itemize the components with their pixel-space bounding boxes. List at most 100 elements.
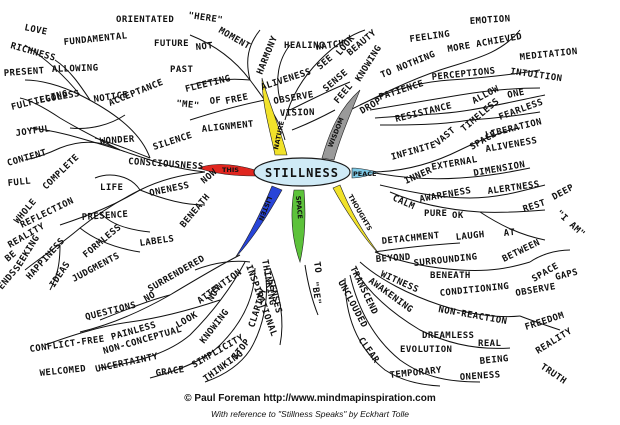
footer-credit: © Paul Foreman http://www.mindmapinspira… xyxy=(184,393,436,404)
word-here: "HERE" xyxy=(188,11,224,26)
word-surrendered: SURRENDERED xyxy=(147,254,208,295)
word-joyful: JOYFUL xyxy=(15,124,51,139)
word-egoless: EGOLESS xyxy=(39,89,81,106)
word-rest: REST xyxy=(522,198,547,215)
word-fundamental: FUNDAMENTAL xyxy=(63,31,128,48)
wedge-peace xyxy=(351,167,380,179)
word-dimension: DIMENSION xyxy=(473,160,526,179)
branch-label-this: THIS xyxy=(222,166,239,174)
word-harmony: HARMONY xyxy=(256,34,281,76)
word-oneness-t: ONENESS xyxy=(460,370,501,383)
word-allowing: ALLOWING xyxy=(52,63,99,75)
word-love: LOVE xyxy=(23,23,48,38)
word-more-achieved: MORE ACHIEVED xyxy=(447,32,523,55)
word-fleeting: FLEETING xyxy=(184,74,232,95)
word-pure: PURE xyxy=(424,209,447,219)
word-past: PAST xyxy=(170,65,193,75)
word-observe-w: OBSERVE xyxy=(515,282,557,299)
word-see: SEE xyxy=(316,53,336,72)
word-conditioning: CONDITIONING xyxy=(439,282,509,299)
word-questions: QUESTIONS xyxy=(84,301,137,323)
branch-label-space: SPACE xyxy=(294,195,304,219)
word-grace: GRACE xyxy=(155,365,185,379)
footer-reference: With reference to "Stillness Speaks" by … xyxy=(211,409,409,419)
word-complete: COMPLETE xyxy=(41,153,81,193)
word-life: LIFE xyxy=(100,183,123,193)
wedge-wisdom xyxy=(321,89,361,161)
word-to-nothing: TO NOTHING xyxy=(379,50,437,81)
word-surrounding: SURROUNDING xyxy=(413,252,478,269)
word-intuition: INTUITION xyxy=(510,67,563,84)
word-labels: LABELS xyxy=(139,234,175,249)
word-detachment: DETACHMENT xyxy=(381,231,440,247)
branch-lines xyxy=(19,29,571,387)
word-watch: WATCH xyxy=(315,39,345,53)
wedge-thoughts xyxy=(332,184,381,256)
branch-wedges xyxy=(197,77,381,264)
branch-label-peace: PEACE xyxy=(353,170,376,178)
word-beneath: BENEATH xyxy=(179,192,213,230)
word-emotion: EMOTION xyxy=(470,14,511,27)
wedge-listen xyxy=(234,185,283,259)
word-notice: NOTICE xyxy=(93,90,129,105)
word-calm: CALM xyxy=(391,194,416,213)
word-alertness: ALERTNESS xyxy=(487,180,540,197)
word-content: CONTENT xyxy=(6,148,48,169)
word-external: EXTERNAL xyxy=(431,155,479,173)
wedge-nature xyxy=(261,77,288,156)
word-beneath2: BENEATH xyxy=(430,271,471,281)
word-of: OF xyxy=(209,96,222,107)
word-i-am: "I AM" xyxy=(554,209,587,240)
word-at: AT xyxy=(503,228,516,239)
center-node xyxy=(253,157,351,187)
word-between: BETWEEN xyxy=(501,238,542,265)
word-one: ONE xyxy=(507,88,526,101)
word-deep: DEEP xyxy=(551,183,576,203)
word-be-q: "BE" xyxy=(309,281,322,305)
word-richness: RICHNESS xyxy=(9,41,57,63)
word-vast: VAST xyxy=(434,126,458,149)
word-non-reaction: NON-REACTION xyxy=(437,305,508,327)
word-temporary: TEMPORARY xyxy=(389,366,442,381)
word-ideas: IDEAS xyxy=(48,260,73,290)
word-judgments: JUDGMENTS xyxy=(71,251,122,284)
wedge-space xyxy=(291,189,306,264)
word-moment: MOMENT xyxy=(217,26,252,52)
word-evolution: EVOLUTION xyxy=(400,345,452,355)
word-clear: CLEAR xyxy=(356,336,381,366)
word-perceptions: PERCEPTIONS xyxy=(431,66,496,83)
word-patience: PATIENCE xyxy=(378,79,425,103)
word-free: FREE xyxy=(225,92,250,107)
word-feeling: FEELING xyxy=(409,29,451,45)
word-me: "ME" xyxy=(176,99,200,111)
wedge-this xyxy=(197,164,256,177)
word-orientated: ORIENTATED xyxy=(116,15,174,25)
word-presence: PRESENCE xyxy=(82,210,129,223)
word-to: TO xyxy=(311,261,323,274)
word-observe-n: OBSERVE xyxy=(273,90,315,107)
word-full: FULL xyxy=(7,177,31,189)
word-inner: INNER xyxy=(403,166,434,187)
word-ok: OK xyxy=(452,211,464,221)
word-laugh: LAUGH xyxy=(455,230,485,243)
word-welcomed: WELCOMED xyxy=(39,364,87,379)
word-alignment: ALIGNMENT xyxy=(201,120,254,135)
word-awareness: AWARENESS xyxy=(419,186,472,205)
word-being: BEING xyxy=(479,354,509,367)
word-infinite: INFINITE xyxy=(390,140,438,162)
word-consciousness: CONSCIOUSNESS xyxy=(128,157,204,172)
word-wonder: WONDER xyxy=(100,135,136,147)
word-real: REAL xyxy=(478,339,501,349)
word-not: NOT xyxy=(195,41,214,53)
word-present: PRESENT xyxy=(4,66,46,79)
center-title: STILLNESS xyxy=(265,166,339,180)
word-dreamless: DREAMLESS xyxy=(422,331,474,341)
word-meditation: MEDITATION xyxy=(519,47,578,63)
word-beyond: BEYOND xyxy=(376,253,412,265)
word-aliveness-n: ALIVENESS xyxy=(260,67,313,93)
word-future: FUTURE xyxy=(154,39,189,49)
word-healing: HEALING xyxy=(284,41,325,51)
word-truth: TRUTH xyxy=(538,362,568,387)
word-vision: VISION xyxy=(280,108,315,119)
